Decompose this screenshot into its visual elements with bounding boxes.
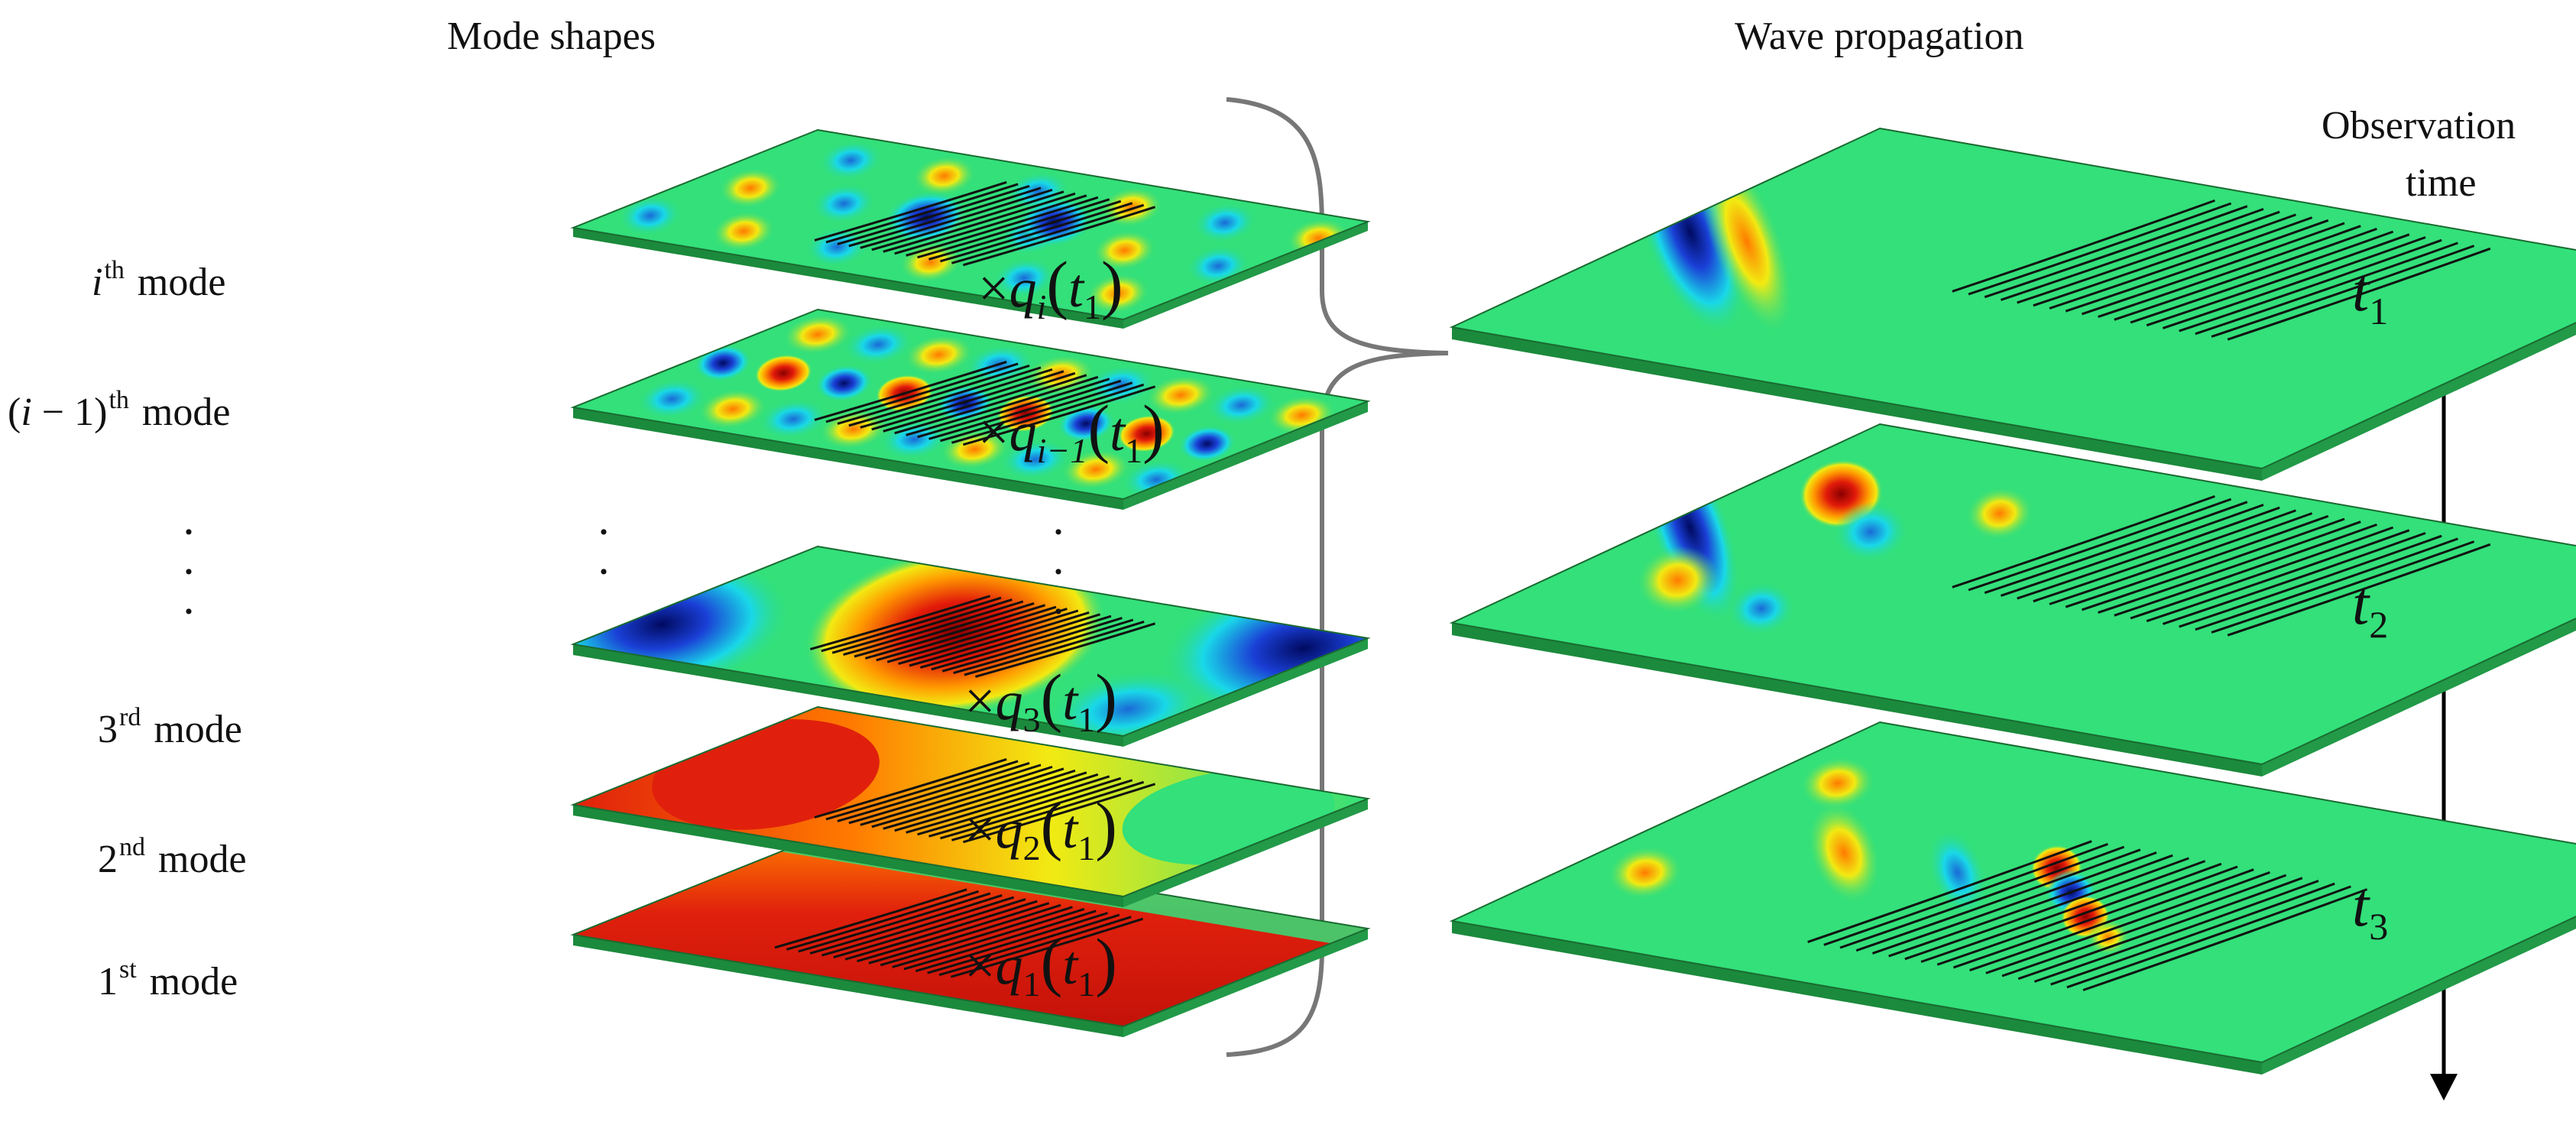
mode-shape-plates [570,128,1371,1037]
ellipsis-coefficients: ··· [1051,507,1066,637]
coefficient-q2: ×q2(t1) [964,789,1117,867]
plate-wave-t2 [1449,423,2576,776]
plate-wave-t1 [1449,127,2576,481]
ellipsis-labels: ··· [181,507,196,637]
mode-label-i: ith mode [92,256,226,304]
time-arrow-head [2430,1074,2458,1101]
coefficient-q3: ×q3(t1) [964,660,1117,739]
time-label-t3: t3 [2352,872,2389,948]
mode-label-1: 1st mode [98,955,238,1003]
coefficient-q1: ×q1(t1) [964,925,1117,1003]
plate-mode-i [570,128,1371,329]
plate-mode-i-minus-1 [570,308,1371,510]
header-mode-shapes: Mode shapes [447,15,656,58]
time-label-t2: t2 [2352,570,2389,646]
mode-label-i-minus-1: (i − 1)th mode [8,386,231,434]
header-time: time [2406,161,2477,205]
plate-wave-t3 [1449,721,2576,1075]
ellipsis-plates: ·· [596,507,611,597]
summation-brace [1226,97,1449,1057]
header-wave-propagation: Wave propagation [1735,15,2024,58]
time-label-t1: t1 [2352,257,2389,332]
mode-label-3: 3rd mode [98,703,242,751]
mode-label-2: 2nd mode [98,833,247,881]
wave-propagation-plates [1449,127,2576,1075]
header-observation: Observation [2322,104,2516,148]
coefficient-qi: ×qi(t1) [978,248,1123,326]
coefficient-qi-minus-1: ×qi−1(t1) [978,391,1165,470]
